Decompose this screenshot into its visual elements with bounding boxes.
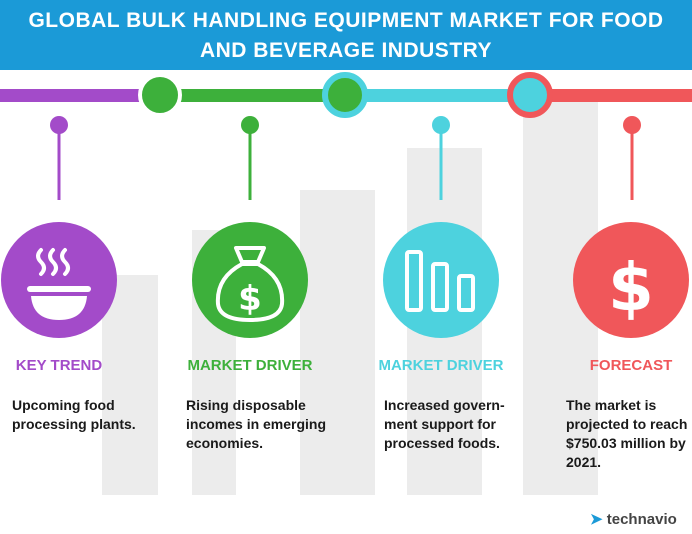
dollar-sign-icon: $ [608, 249, 654, 326]
forecast-circle: $ [573, 222, 689, 338]
connector-cyan [432, 116, 450, 200]
timeline-segment-green [160, 89, 345, 102]
bar-chart-icon [405, 250, 475, 312]
brand-logo: ➤ technavio [590, 510, 677, 528]
item-description: Upcoming food processing plants. [12, 397, 136, 432]
timeline-segment-purple [0, 89, 160, 102]
market-driver-circle-2 [383, 222, 499, 338]
item-description: Rising disposable incomes in emerging ec… [186, 397, 327, 451]
item-label: KEY TREND [15, 357, 103, 374]
connector-green [241, 116, 259, 200]
item-label: MARKET DRIVER [187, 357, 313, 374]
timeline-node-green [138, 73, 182, 117]
header-banner: GLOBAL BULK HANDLING EQUIPMENT MARKET FO… [0, 0, 692, 70]
timeline-segment-red [530, 89, 692, 102]
background-bar [300, 190, 375, 495]
item-description: The market is projected to reach $750.03… [566, 397, 688, 470]
timeline [0, 72, 692, 200]
item-label: MARKET DRIVER [378, 357, 504, 374]
background-bar [102, 275, 158, 495]
page-title-line-1: GLOBAL BULK HANDLING EQUIPMENT MARKET FO… [28, 9, 664, 32]
timeline-segment-cyan [345, 89, 530, 102]
item-label: FORECAST [589, 357, 673, 374]
svg-text:$: $ [238, 279, 262, 319]
page-title-line-2: AND BEVERAGE INDUSTRY [199, 39, 493, 62]
steaming-bowl-icon [27, 248, 91, 320]
market-driver-circle-1: $ [192, 222, 308, 338]
svg-text:$: $ [608, 249, 654, 326]
timeline-node-red [507, 72, 553, 118]
brand-name: technavio [606, 511, 677, 528]
timeline-node-cyan [322, 72, 368, 118]
connector-purple [50, 116, 68, 200]
item-description: Increased govern-ment support for proces… [384, 397, 505, 451]
money-bag-icon: $ [215, 246, 285, 322]
technavio-mark-icon: ➤ [590, 511, 603, 528]
connector-red [623, 116, 641, 200]
key-trend-circle [1, 222, 117, 338]
